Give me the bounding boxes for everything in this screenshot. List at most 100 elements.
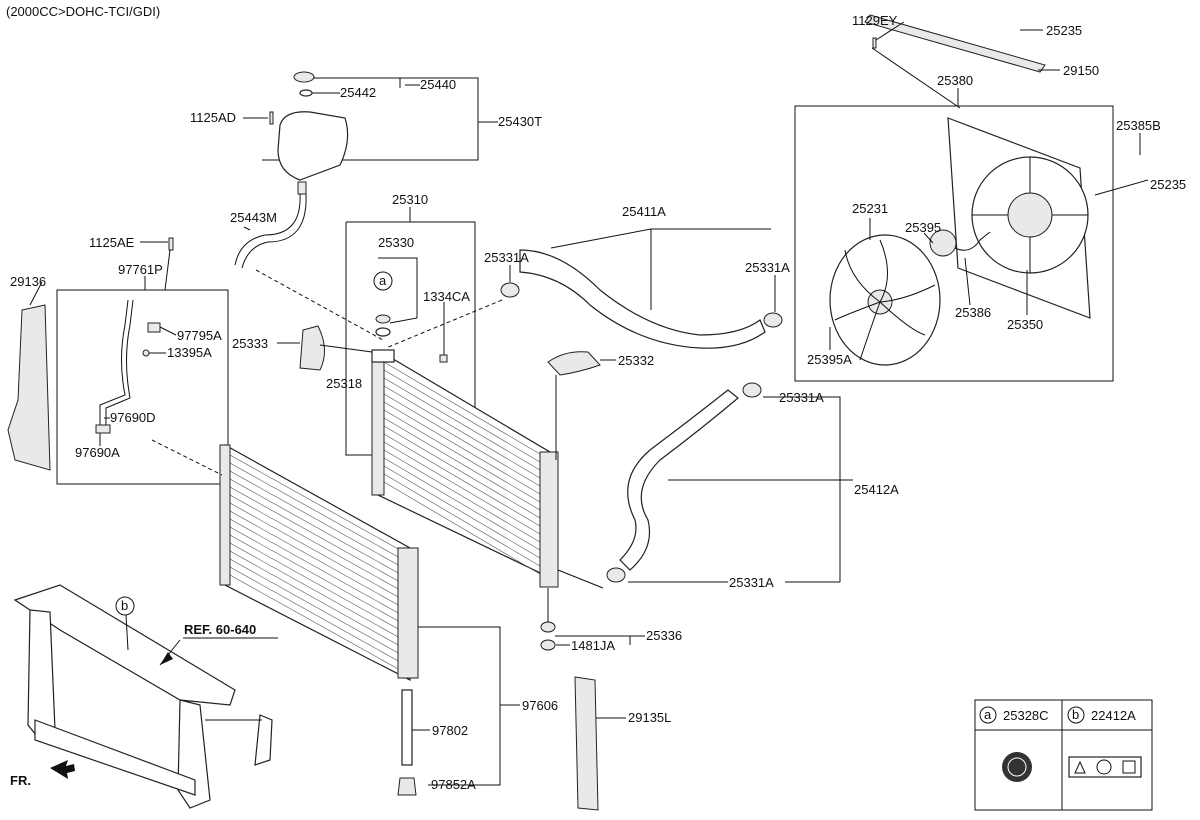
radiator-fin — [383, 361, 546, 458]
condenser-fin — [229, 566, 401, 663]
bolt-1125AE — [168, 237, 174, 251]
radiator-bracket-25333 — [299, 325, 325, 371]
radiator-fin — [383, 369, 546, 466]
label-25380: 25380 — [937, 73, 973, 88]
callout-b-letter: b — [121, 598, 128, 613]
legend-b-warning-label-icon — [1068, 756, 1142, 778]
radiator-fin — [383, 393, 546, 490]
label-1481JA: 1481JA — [571, 638, 615, 653]
radiator-bracket-25332 — [547, 351, 601, 376]
hose-clamp-upper-right — [763, 312, 783, 328]
label-97606: 97606 — [522, 698, 558, 713]
condenser-fin — [229, 534, 401, 631]
condenser-fin — [229, 550, 401, 647]
bolt-13395A — [142, 349, 150, 357]
legend-b-code: 22412A — [1091, 708, 1136, 723]
label-25331A-lower-top: 25331A — [779, 390, 824, 405]
seal-97802 — [401, 689, 413, 766]
hose-clamp-lower-top — [742, 382, 762, 398]
label-13395A: 13395A — [167, 345, 212, 360]
radiator-fin — [383, 401, 546, 498]
label-1129EY: 1129EY — [852, 13, 898, 28]
condenser — [219, 443, 419, 681]
pipe-fitting — [95, 424, 111, 434]
drain-plug — [540, 621, 556, 633]
radiator — [371, 348, 559, 588]
fan-assembly-box — [794, 105, 1114, 382]
label-25235-side: 25235 — [1150, 177, 1186, 192]
label-25442: 25442 — [340, 85, 376, 100]
label-25330: 25330 — [378, 235, 414, 250]
label-25386: 25386 — [955, 305, 991, 320]
condenser-fin — [229, 494, 401, 591]
label-29150: 29150 — [1063, 63, 1099, 78]
label-front: FR. — [10, 773, 31, 788]
radiator-fin — [383, 417, 546, 514]
label-25235-top: 25235 — [1046, 23, 1082, 38]
part-labels: 1129EY 25235 29150 25380 25385B 25235 25… — [10, 13, 1186, 792]
label-25411A: 25411A — [622, 204, 666, 219]
label-25443M: 25443M — [230, 210, 277, 225]
condenser-fin — [229, 518, 401, 615]
label-97852A: 97852A — [431, 777, 476, 792]
overflow-hose — [234, 193, 301, 266]
label-97802: 97802 — [432, 723, 468, 738]
label-1125AE: 1125AE — [89, 235, 135, 250]
cooling-fan-blade — [829, 234, 941, 366]
label-25333: 25333 — [232, 336, 268, 351]
hose-clamp-lower-bottom — [606, 567, 626, 583]
label-29135L: 29135L — [628, 710, 671, 725]
radiator-fin — [383, 425, 546, 522]
front-direction-arrow — [50, 760, 75, 779]
radiator-fin — [383, 449, 546, 546]
label-1125AD: 1125AD — [190, 110, 236, 125]
label-25395: 25395 — [905, 220, 941, 235]
bolt-1125AD — [269, 111, 274, 125]
hose-clamp-upper-left — [500, 282, 520, 298]
condenser-fin — [229, 574, 401, 671]
reservoir-group-bracket — [262, 77, 479, 161]
condenser-fin — [229, 486, 401, 583]
leader-lines — [29, 21, 1149, 786]
condenser-fin — [229, 542, 401, 639]
clip-1334CA — [439, 354, 448, 363]
legend-a-cap-icon — [1002, 752, 1032, 782]
label-97761P: 97761P — [118, 262, 163, 277]
upper-air-guard — [864, 14, 1046, 73]
label-97690A: 97690A — [75, 445, 120, 460]
condenser-fin — [229, 558, 401, 655]
radiator-fin — [383, 457, 546, 554]
lower-radiator-hose — [619, 389, 739, 571]
label-25336: 25336 — [646, 628, 682, 643]
label-1334CA: 1334CA — [423, 289, 470, 304]
radiator-fin — [383, 473, 546, 570]
radiator-fin — [383, 409, 546, 506]
label-25331A-lower-bottom: 25331A — [729, 575, 774, 590]
label-25412A: 25412A — [854, 482, 899, 497]
label-25395A: 25395A — [807, 352, 852, 367]
radiator-fin — [383, 481, 546, 578]
side-air-guard-29136 — [7, 304, 51, 471]
label-25332: 25332 — [618, 353, 654, 368]
upper-radiator-hose — [519, 249, 766, 349]
label-25331A-upper-right: 25331A — [745, 260, 790, 275]
condenser-fin — [229, 526, 401, 623]
label-reference: REF. 60-640 — [184, 622, 256, 637]
radiator-fin — [383, 465, 546, 562]
label-25440: 25440 — [420, 77, 456, 92]
label-25231: 25231 — [852, 201, 888, 216]
callout-b-circle — [115, 596, 135, 616]
legend-b-mark: b — [1072, 707, 1079, 722]
front-end-carrier — [13, 584, 273, 809]
condenser-fin — [229, 462, 401, 559]
radiator-group-bracket-right — [346, 221, 476, 415]
condenser-fin — [229, 470, 401, 567]
radiator-cap-seal — [375, 314, 391, 324]
label-25331A-upper-left: 25331A — [484, 250, 529, 265]
radiator-fin — [383, 377, 546, 474]
radiator-fin — [383, 441, 546, 538]
callout-a-letter: a — [379, 273, 387, 288]
label-29136: 29136 — [10, 274, 46, 289]
